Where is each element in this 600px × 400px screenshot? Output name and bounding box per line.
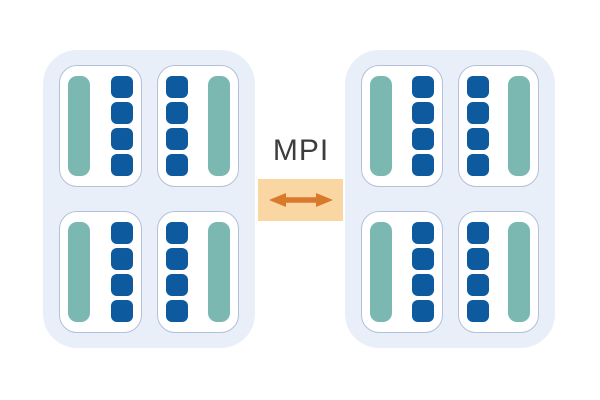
cpu-core	[411, 300, 434, 322]
cpu-core	[466, 76, 489, 98]
memory-bar	[208, 76, 230, 176]
cpu-core	[411, 154, 434, 176]
cpu-socket	[361, 211, 443, 333]
cpu-core	[165, 154, 188, 176]
core-column	[110, 76, 133, 176]
mpi-label: MPI	[272, 134, 330, 167]
core-column	[165, 222, 188, 322]
cpu-socket	[156, 65, 239, 187]
cpu-core	[411, 76, 434, 98]
cpu-core	[165, 76, 188, 98]
cpu-core	[165, 248, 188, 270]
cpu-core	[466, 274, 489, 296]
core-column	[466, 222, 489, 322]
cpu-core	[165, 222, 188, 244]
cpu-core	[165, 128, 188, 150]
memory-bar	[208, 222, 230, 322]
cpu-core	[466, 248, 489, 270]
memory-bar	[68, 222, 90, 322]
cpu-socket	[457, 65, 539, 187]
cpu-core	[466, 128, 489, 150]
core-column	[110, 222, 133, 322]
cpu-socket	[156, 211, 239, 333]
cpu-core	[165, 102, 188, 124]
cpu-core	[466, 222, 489, 244]
cpu-core	[411, 102, 434, 124]
cpu-socket	[59, 65, 142, 187]
cpu-core	[466, 102, 489, 124]
cpu-core	[110, 154, 133, 176]
cpu-core	[411, 128, 434, 150]
cpu-core	[466, 154, 489, 176]
memory-bar	[508, 76, 530, 176]
memory-bar	[508, 222, 530, 322]
cpu-core	[411, 274, 434, 296]
cpu-core	[411, 248, 434, 270]
cpu-core	[110, 274, 133, 296]
cpu-socket	[457, 211, 539, 333]
mpi-link-box	[258, 179, 343, 221]
core-column	[466, 76, 489, 176]
cpu-core	[110, 300, 133, 322]
cpu-socket	[59, 211, 142, 333]
core-column	[165, 76, 188, 176]
cpu-socket	[361, 65, 443, 187]
memory-bar	[68, 76, 90, 176]
cpu-core	[165, 300, 188, 322]
core-column	[411, 222, 434, 322]
double-headed-arrow-icon	[268, 193, 333, 207]
cpu-core	[466, 300, 489, 322]
cpu-core	[110, 128, 133, 150]
memory-bar	[370, 222, 392, 322]
cpu-core	[110, 248, 133, 270]
cpu-core	[411, 222, 434, 244]
compute-node-left	[43, 50, 255, 348]
cpu-core	[165, 274, 188, 296]
memory-bar	[370, 76, 392, 176]
core-column	[411, 76, 434, 176]
cpu-core	[110, 76, 133, 98]
cpu-core	[110, 102, 133, 124]
compute-node-right	[345, 50, 555, 348]
cpu-core	[110, 222, 133, 244]
